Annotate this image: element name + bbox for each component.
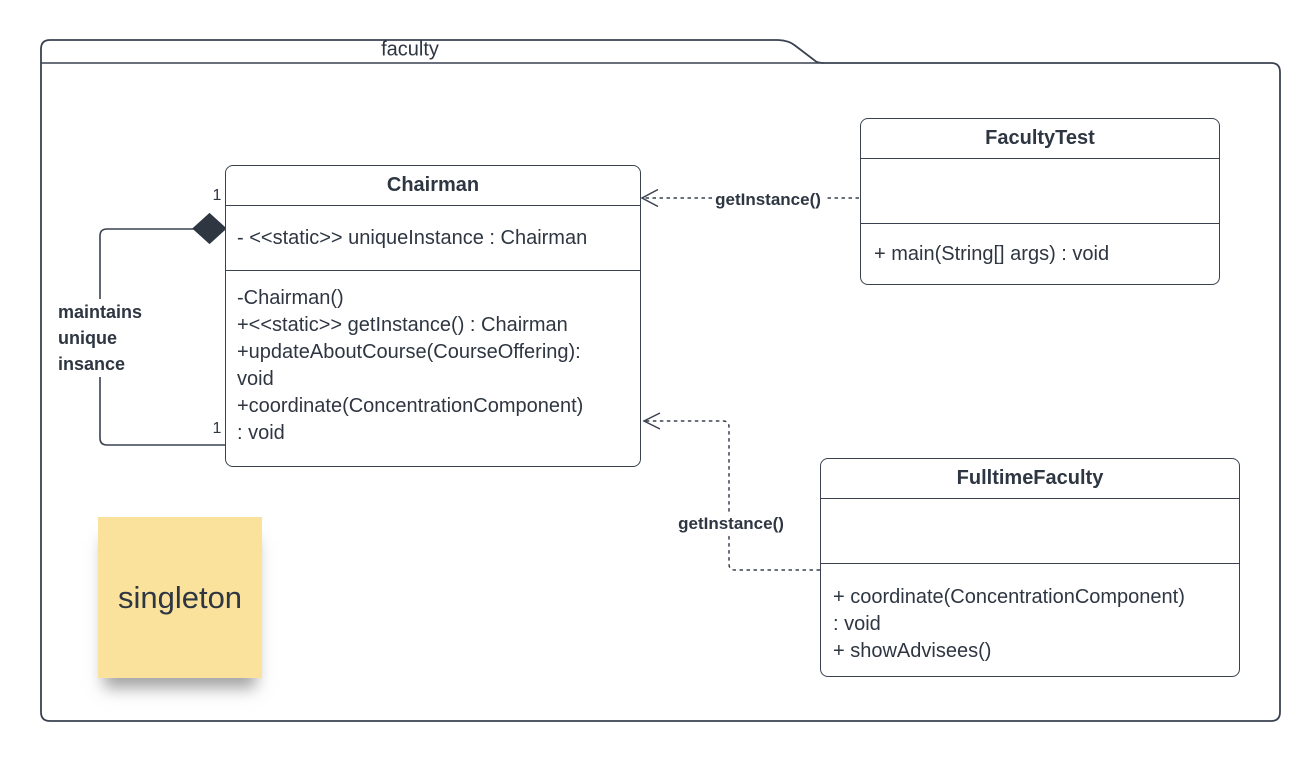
package-label: faculty	[381, 38, 439, 61]
class-fulltimefaculty-title: FulltimeFaculty	[821, 459, 1239, 499]
class-facultytest-title: FacultyTest	[861, 119, 1219, 159]
multiplicity-top: 1	[211, 187, 223, 205]
method-line: +updateAboutCourse(CourseOffering):	[237, 341, 581, 363]
method-line: : void	[237, 422, 285, 444]
aggregation-diamond	[192, 212, 227, 245]
class-fulltimefaculty-attributes	[821, 499, 1239, 564]
class-fulltimefaculty[interactable]: FulltimeFaculty + coordinate(Concentrati…	[820, 458, 1240, 677]
dependency-label-facultytest[interactable]: getInstance()	[712, 190, 824, 210]
method-line: -Chairman()	[237, 287, 344, 309]
class-chairman-methods: -Chairman() +<<static>> getInstance() : …	[226, 271, 640, 466]
self-aggregation-label[interactable]: maintains unique insance	[56, 299, 145, 377]
dependency-arrowhead-facultytest	[640, 188, 659, 208]
class-facultytest-attributes	[861, 159, 1219, 224]
method-line: + coordinate(ConcentrationComponent)	[833, 586, 1185, 608]
class-fulltimefaculty-methods: + coordinate(ConcentrationComponent) : v…	[821, 564, 1239, 676]
attribute-line: - <<static>> uniqueInstance : Chairman	[237, 226, 588, 249]
class-chairman-title: Chairman	[226, 166, 640, 206]
label-line: insance	[58, 354, 126, 374]
class-facultytest-methods: + main(String[] args) : void	[861, 224, 1219, 284]
dependency-line-fulltimefaculty[interactable]	[644, 420, 820, 571]
method-line: + main(String[] args) : void	[874, 242, 1110, 265]
dependency-arrowhead-fulltimefaculty	[642, 412, 661, 430]
class-chairman-attributes: - <<static>> uniqueInstance : Chairman	[226, 206, 640, 271]
method-line: : void	[833, 613, 881, 635]
sticky-note-text: singleton	[117, 579, 243, 615]
multiplicity-bottom: 1	[211, 420, 223, 438]
dependency-label-fulltimefaculty[interactable]: getInstance()	[675, 514, 787, 534]
label-line: unique	[58, 328, 117, 348]
method-line: void	[237, 368, 274, 390]
method-line: + showAdvisees()	[833, 640, 992, 662]
sticky-note-singleton[interactable]: singleton	[98, 517, 262, 678]
class-chairman[interactable]: Chairman - <<static>> uniqueInstance : C…	[225, 165, 641, 467]
method-line: +<<static>> getInstance() : Chairman	[237, 314, 568, 336]
method-line: +coordinate(ConcentrationComponent)	[237, 395, 584, 417]
package-outline[interactable]	[40, 39, 1281, 722]
label-line: maintains	[58, 302, 143, 322]
class-facultytest[interactable]: FacultyTest + main(String[] args) : void	[860, 118, 1220, 285]
